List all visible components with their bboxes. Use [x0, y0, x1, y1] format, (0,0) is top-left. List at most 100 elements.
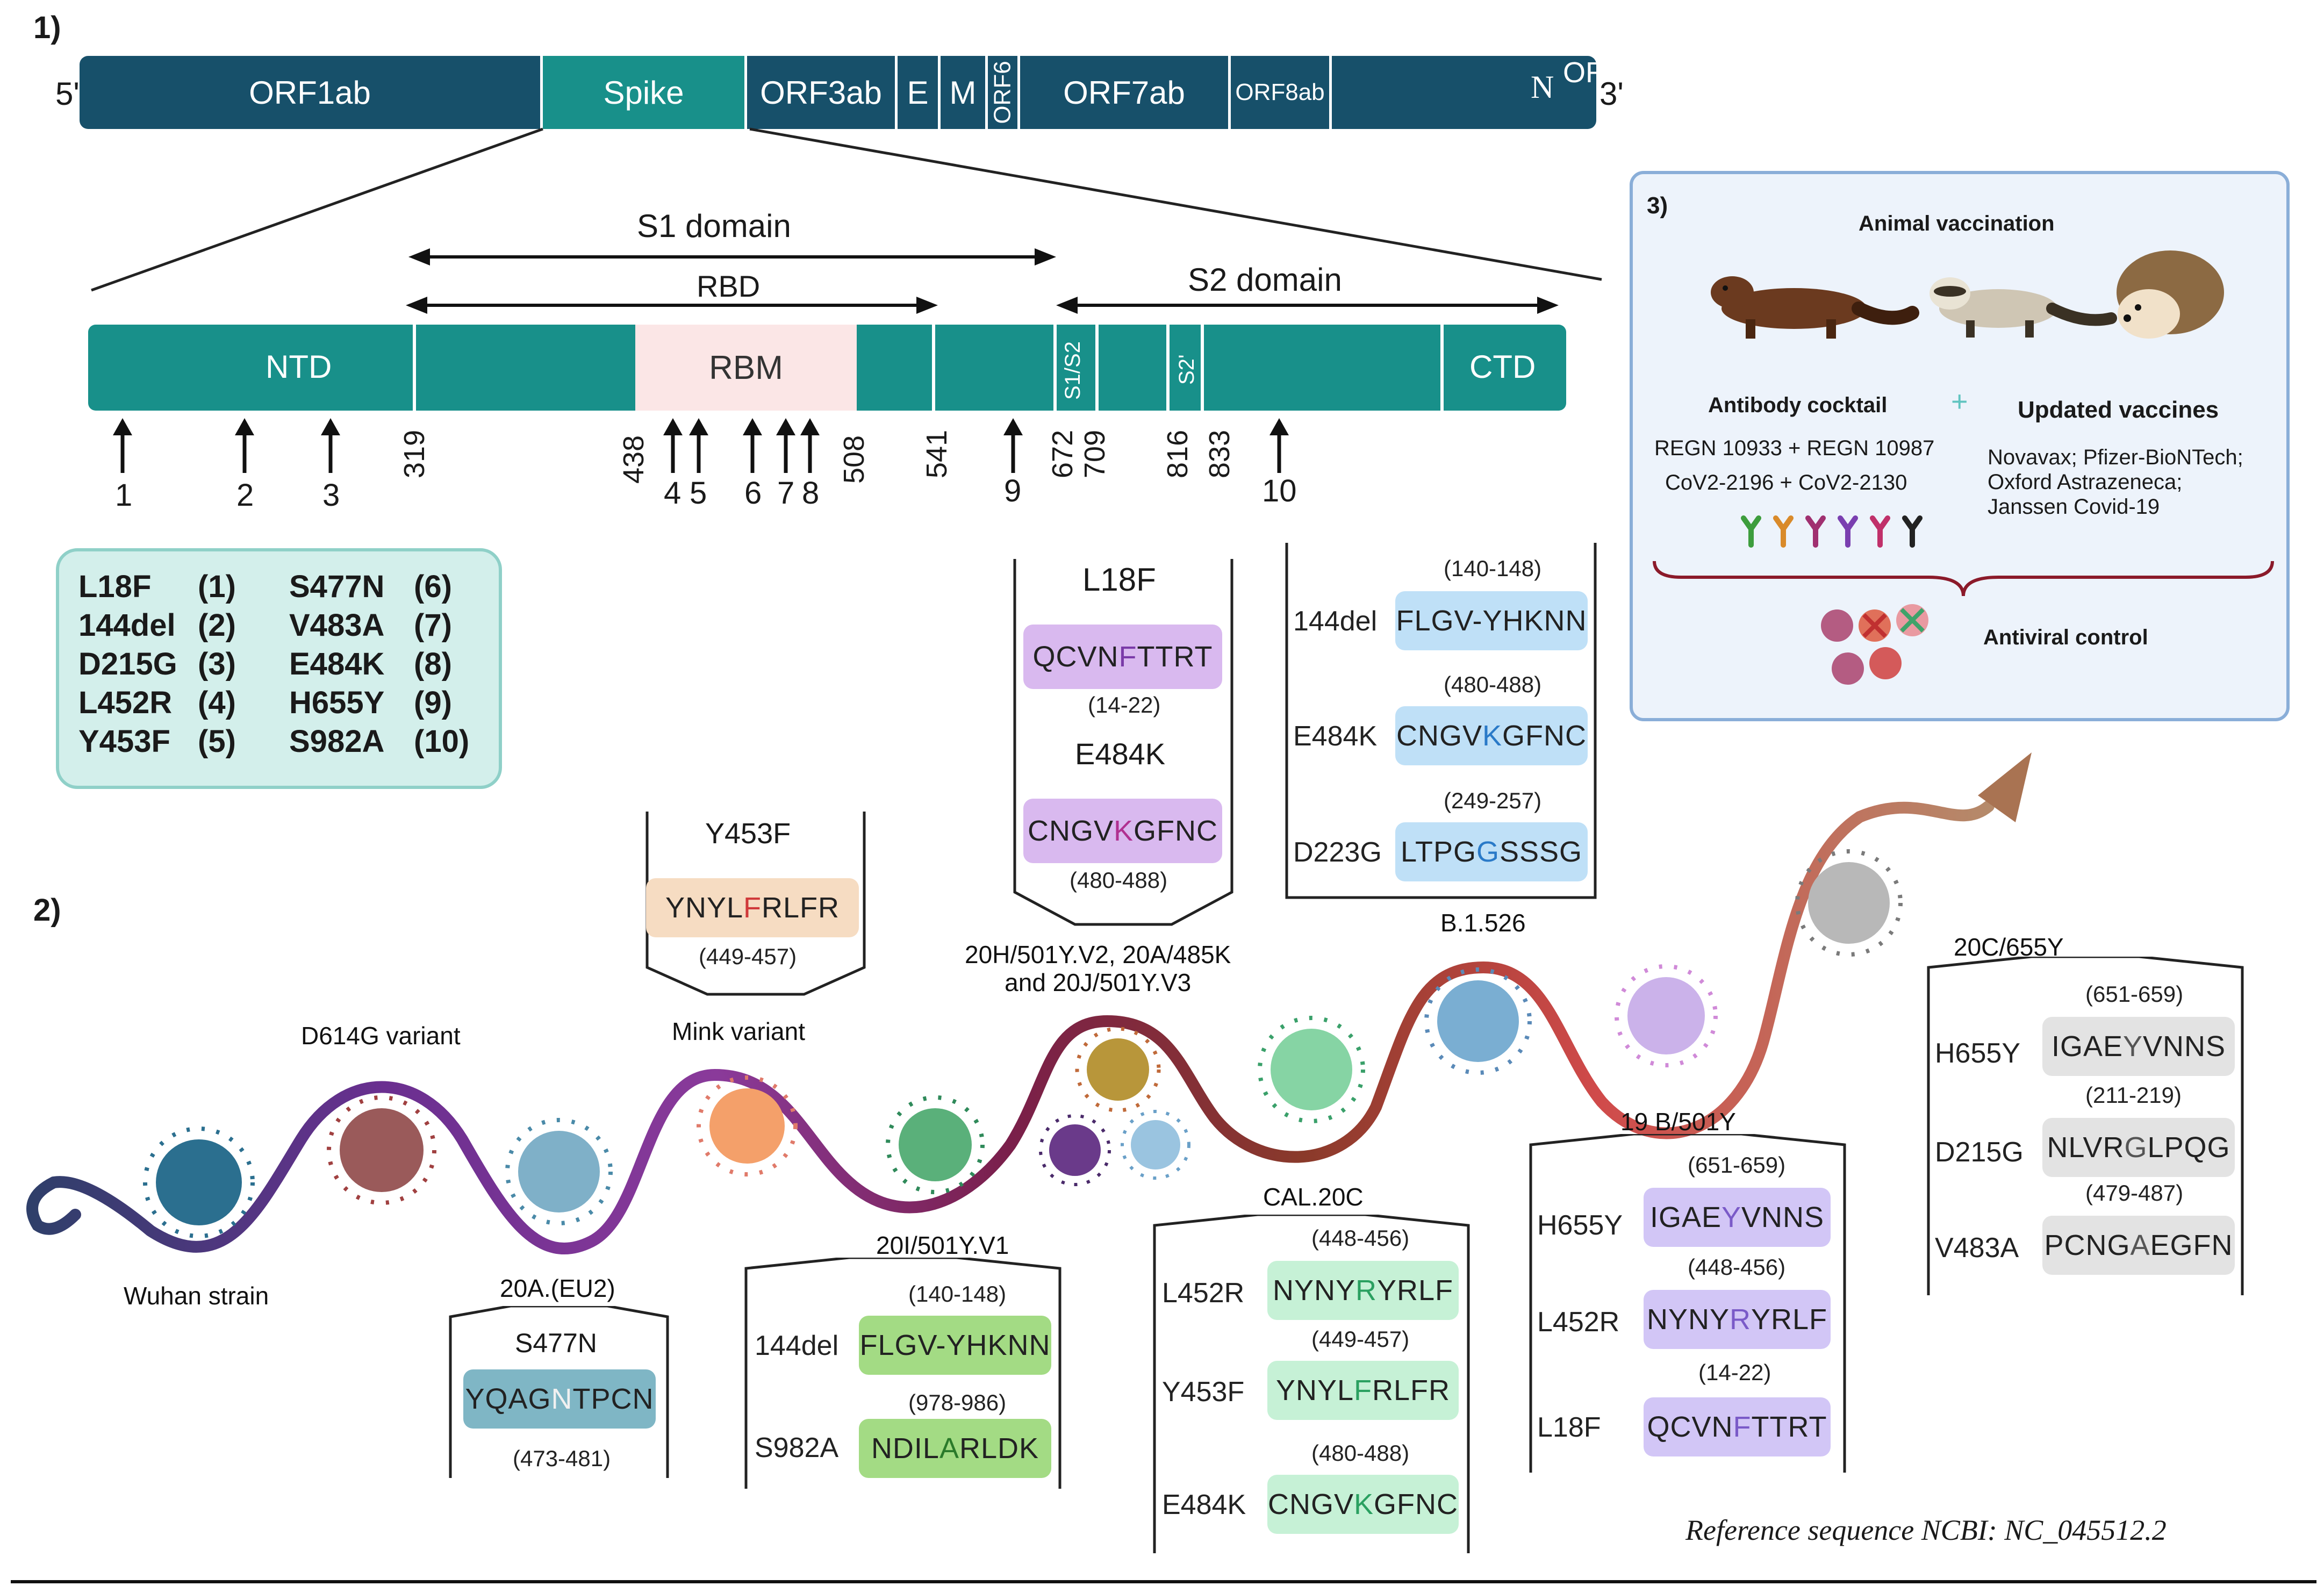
seq-part: NDIL — [871, 1432, 939, 1465]
seq-mutation: K — [1482, 720, 1503, 752]
mutation-arrows — [113, 418, 1289, 473]
b1526-bracket — [1285, 543, 1597, 899]
seq-part: NLVR — [2047, 1131, 2125, 1164]
b1526-mut-3: D223G — [1293, 837, 1382, 868]
c655y-range-3: (479-487) — [2085, 1180, 2184, 1205]
b501y-mut-3: L18F — [1537, 1412, 1601, 1443]
seq-mutation: Y — [1721, 1201, 1742, 1233]
animal-vaccination-title: Animal vaccination — [1859, 212, 2055, 235]
antiviral-control-label: Antiviral control — [1983, 626, 2148, 649]
spike-divider-319 — [413, 325, 416, 411]
genome-orf8ab-label: ORF8ab — [1235, 79, 1325, 105]
seq-mutation: F — [1118, 641, 1137, 673]
key-mut: S982A — [289, 724, 385, 759]
c655y-mut-3: V483A — [1935, 1232, 2019, 1264]
b501y-mut-1: H655Y — [1537, 1210, 1623, 1241]
bottom-rule — [11, 1580, 2316, 1583]
virus-wuhan-icon — [143, 1126, 255, 1238]
virus-v2-icon — [1075, 1027, 1161, 1113]
key-mut: H655Y — [289, 685, 385, 720]
seq-part: PCNG — [2044, 1229, 2131, 1261]
key-mut: E484K — [289, 647, 385, 681]
seq-part: TTRT — [1751, 1411, 1827, 1443]
arrow-num-6: 6 — [744, 476, 762, 511]
genome-m: M — [941, 56, 988, 129]
panel-2-label: 2) — [33, 893, 61, 928]
seq-part: IGAE — [1649, 1201, 1722, 1233]
variant-cal: CAL.20C — [1263, 1183, 1364, 1211]
eu2-range: (473-481) — [513, 1446, 611, 1471]
vaccine-line-2: Oxford Astrazeneca; — [1988, 470, 2183, 494]
genome-n-orf9ab: N ORF9ab — [1332, 56, 1596, 129]
b1526-range-3: (249-257) — [1444, 788, 1542, 813]
v1-range-2: (978-986) — [908, 1390, 1007, 1415]
seq-mutation: A — [939, 1432, 959, 1465]
seq-mutation: F — [743, 892, 762, 924]
seq-mutation: F — [1354, 1374, 1373, 1407]
seq-part: VNNS — [2143, 1030, 2226, 1063]
key-num: (1) — [198, 569, 236, 604]
seq-part: QCVN — [1647, 1411, 1733, 1443]
seq-part: VNNS — [1741, 1201, 1825, 1233]
v1-mut-2: S982A — [755, 1432, 839, 1463]
virus-b1526-icon — [1424, 967, 1532, 1075]
key-col-1: L18F 144del D215G L452R Y453F — [78, 568, 177, 761]
c655y-range-2: (211-219) — [2085, 1082, 2182, 1108]
b501y-range-2: (448-456) — [1688, 1254, 1786, 1280]
arrow-num-2: 2 — [236, 478, 254, 513]
v1-bracket — [744, 1258, 1061, 1489]
seq-part: LPQG — [2147, 1131, 2230, 1164]
c655y-mut-2: D215G — [1935, 1137, 2024, 1168]
plus-sign: + — [1951, 385, 1968, 418]
seq-mutation: N — [551, 1383, 573, 1415]
key-mut: Y453F — [78, 724, 170, 759]
hedgehog-icon — [2117, 250, 2224, 339]
key-num: (8) — [414, 647, 452, 681]
seq-part: YRLF — [1376, 1274, 1454, 1307]
key-mut: V483A — [289, 608, 385, 643]
key-num: (4) — [198, 685, 236, 720]
b501y-mut-2: L452R — [1537, 1307, 1620, 1338]
spike-divider-541 — [932, 325, 935, 411]
genome-orf1ab: ORF1ab — [80, 56, 543, 129]
seq-part: QCVN — [1032, 641, 1119, 673]
variant-eu2: 20A.(EU2) — [500, 1274, 615, 1302]
b1526-range-2: (480-488) — [1444, 672, 1542, 697]
arrow-num-9: 9 — [1004, 473, 1022, 508]
seq-part: TPCN — [572, 1383, 654, 1415]
spike-divider-672 — [1053, 325, 1057, 411]
arrow-num-4: 4 — [664, 476, 682, 511]
seq-part: YQAG — [465, 1383, 551, 1415]
seq-part: YNYL — [665, 892, 744, 924]
eu2-bracket — [449, 1306, 669, 1478]
spike-rbm: RBM — [635, 325, 857, 411]
genome-spike: Spike — [543, 56, 747, 129]
key-col-1-num: (1) (2) (3) (4) (5) — [198, 568, 236, 761]
vaccine-line-1: Novavax; Pfizer-BioNTech; — [1988, 446, 2243, 469]
seq-part: CNGV — [1396, 720, 1482, 752]
v1-sequence-1: FLGV-YHKNN — [859, 1316, 1051, 1375]
virus-cal-icon — [1258, 1016, 1365, 1123]
genome-spike-label: Spike — [603, 74, 684, 111]
panel1-lines — [91, 127, 1602, 314]
cal-range-2: (449-457) — [1311, 1326, 1410, 1352]
key-num: (3) — [198, 647, 236, 681]
variant-v1: 20I/501Y.V1 — [876, 1231, 1009, 1259]
animals-illustration — [1711, 250, 2224, 339]
b1526-mut-2: E484K — [1293, 721, 1378, 752]
seq-part: YNYL — [1275, 1374, 1354, 1407]
seq-mutation: K — [1114, 815, 1134, 847]
seq-part: FLGV-YHKNN — [1396, 605, 1587, 637]
key-row-5: Y453F — [78, 722, 177, 761]
variant-mink: Mink variant — [672, 1017, 805, 1045]
key-col-2-num: (6) (7) (8) (9) (10) — [414, 568, 469, 761]
mink-icon — [1711, 276, 1919, 339]
